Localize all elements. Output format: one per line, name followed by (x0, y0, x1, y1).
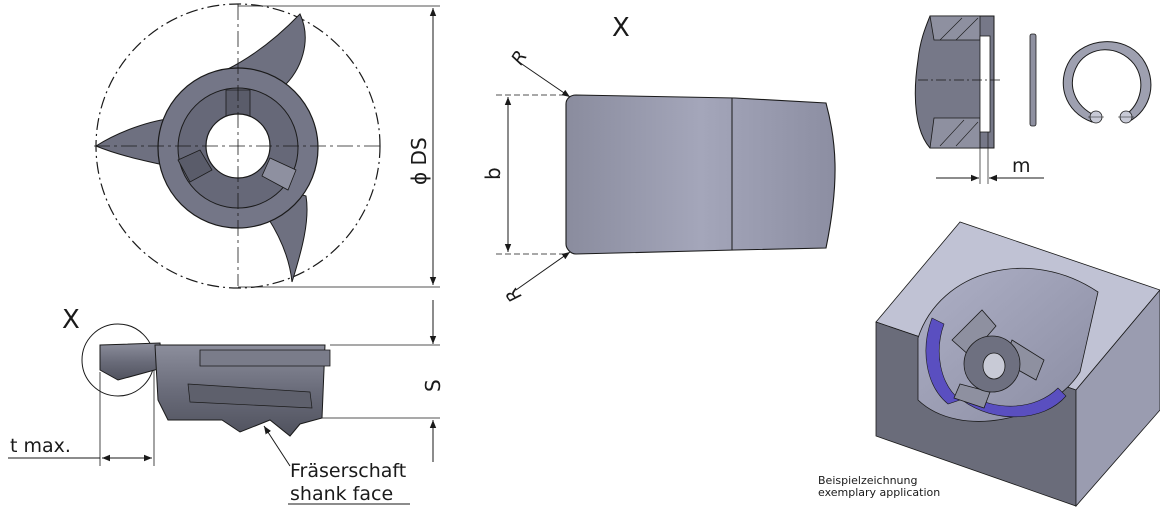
height-s-label: S (421, 379, 445, 392)
example-cutter (951, 309, 1045, 409)
detail-x-label-top: X (612, 13, 630, 43)
t-max-label: t max. (10, 435, 71, 457)
diameter-label: ϕ DS (407, 137, 431, 185)
cutter-body-top (199, 349, 331, 367)
cutter-top-view: ϕ DS (94, 3, 440, 289)
cutter-side-view: X S t max. Fräserschaft shank face (8, 300, 445, 505)
cutter-body-groove (187, 383, 313, 409)
groove-hatch-bottom (929, 117, 981, 149)
example-de-label: Beispielzeichnung (818, 474, 917, 487)
retaining-ring-edge (1029, 33, 1037, 127)
detail-x-label-side: X (62, 305, 80, 335)
groove-slot (979, 35, 991, 133)
detail-x-blade (565, 94, 836, 255)
ring-body (1062, 41, 1152, 123)
example-en-label: exemplary application (818, 486, 940, 499)
groove-housing (914, 15, 995, 149)
block-right-face (1075, 289, 1160, 508)
groove-hatch-line-1 (939, 17, 963, 41)
blade-tip (99, 342, 163, 381)
width-b-label: b (481, 167, 505, 180)
ring-edge-view (1029, 33, 1037, 127)
ring-groove-section: m (914, 15, 1044, 184)
example-cutter-bore (982, 352, 1006, 380)
shank-en-label: shank face (290, 483, 393, 505)
radius-bottom-label: R (502, 283, 526, 306)
radius-leader-bottom (515, 251, 571, 291)
shank-leader (263, 425, 291, 467)
groove-hatch-line-2 (955, 17, 979, 41)
radius-top-label: R (507, 47, 531, 69)
groove-hatch-top (929, 15, 981, 41)
purple-groove-ring-lower (961, 387, 1067, 418)
retaining-ring-front (1062, 41, 1152, 124)
example-cutter-blade-1 (951, 309, 997, 357)
cutter-flute-2 (177, 149, 213, 183)
example-application-view: Beispielzeichnung exemplary application (818, 221, 1160, 508)
radius-leader-top (515, 59, 571, 98)
ring-m-label: m (1012, 155, 1031, 177)
cutter-flute-3 (261, 157, 297, 191)
shank-de-label: Fräserschaft (290, 460, 406, 482)
detail-x-view: X b R R (481, 13, 836, 306)
groove-hatch-line-4 (955, 121, 979, 147)
groove-hatch-line-3 (939, 119, 965, 147)
